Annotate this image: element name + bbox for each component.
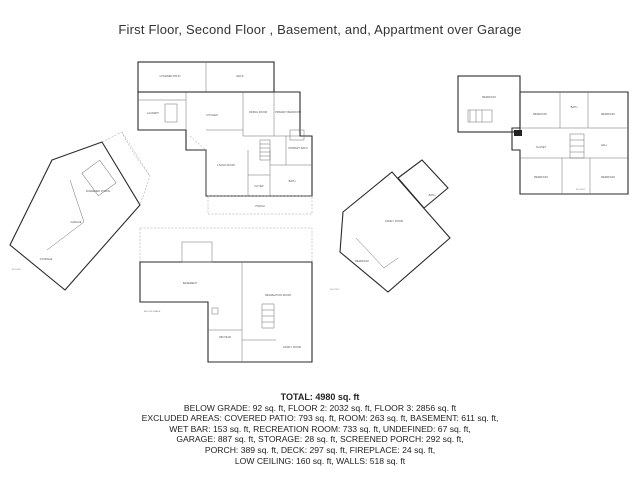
family-room-label-apt: FAMILY ROOM: [385, 219, 403, 223]
floor3-tag: FLOOR 3: [330, 289, 340, 291]
primary-bedroom-label: PRIMARY BEDROOM: [275, 110, 301, 114]
bedroom-label-2: BEDROOM: [601, 112, 614, 116]
bonus-bedroom-label: BEDROOM: [482, 95, 495, 99]
summary-line: PORCH: 389 sq. ft, DECK: 297 sq. ft, FIR…: [204, 444, 436, 455]
bedroom-label-3: BEDROOM: [534, 175, 547, 179]
wet-bar-label: WET BAR: [219, 335, 231, 339]
bath-label: BATH: [289, 179, 296, 183]
summary-line: LOW CEILING: 160 sq. ft, WALLS: 518 sq. …: [234, 455, 406, 466]
floor1-tag: FLOOR 1: [12, 269, 22, 271]
hall-label-2f: HALL: [601, 143, 608, 147]
deck-label: DECK: [236, 74, 243, 78]
porch-outline: [207, 195, 313, 215]
bedroom-label-1: BEDROOM: [533, 112, 546, 116]
basement-tag: BELOW GRADE: [144, 310, 161, 313]
storage-label: STORAGE: [40, 257, 53, 261]
second-floor-outline: [511, 91, 629, 195]
bath-label-apt: BATH: [429, 193, 436, 197]
screened-porch-label: SCREENED PORCH: [86, 189, 111, 193]
primary-bath-label: PRIMARY BATH: [288, 146, 307, 150]
dining-room-label: DINING ROOM: [249, 110, 267, 114]
summary-line: BELOW GRADE: 92 sq. ft, FLOOR 2: 2032 sq…: [183, 402, 457, 413]
garage-wing-plan: GARAGE STORAGE SCREENED PORCH FLOOR 1: [9, 131, 151, 291]
screened-porch-outline: [81, 159, 117, 197]
recreation-room-label: RECREATION ROOM: [265, 293, 291, 297]
basement-label: BASEMENT: [183, 281, 198, 285]
summary-line: WET BAR: 153 sq. ft, RECREATION ROOM: 73…: [169, 423, 471, 434]
apartment-outline: [339, 171, 451, 293]
foyer-label: FOYER: [255, 184, 264, 188]
bedroom-label-4: BEDROOM: [601, 175, 614, 179]
total-area: TOTAL: 4980 sq. ft: [280, 392, 360, 402]
bedroom-label-apt: BEDROOM: [355, 259, 368, 263]
floor2-tag: FLOOR 2: [576, 189, 586, 191]
apartment-plan: FAMILY ROOM BEDROOM BATH FLOOR 3: [330, 159, 451, 293]
garage-outline: [9, 141, 141, 291]
second-floor-plan: BEDROOM BEDROOM BATH BEDROOM CLOSET HALL…: [457, 75, 629, 195]
family-room-label: FAMILY ROOM: [283, 345, 301, 349]
garage-label: GARAGE: [70, 220, 81, 224]
kitchen-label: KITCHEN: [206, 113, 218, 117]
summary-line: EXCLUDED AREAS: COVERED PATIO: 793 sq. f…: [141, 413, 499, 424]
page-title: First Floor, Second Floor , Basement, an…: [118, 22, 522, 37]
bath-label-2f: BATH: [571, 105, 578, 109]
laundry-label: LAUNDRY: [147, 111, 160, 115]
closet-label-2f: CLOSET: [536, 145, 547, 149]
living-room-label: LIVING ROOM: [217, 163, 234, 167]
first-floor-plan: COVERED PATIO DECK KITCHEN DINING ROOM P…: [137, 61, 313, 215]
second-floor-bonus-outline: [457, 75, 521, 133]
basement-outline: [139, 261, 313, 363]
basement-plan: BASEMENT RECREATION ROOM WET BAR FAMILY …: [139, 227, 313, 363]
summary-line: GARAGE: 887 sq. ft, STORAGE: 28 sq. ft, …: [176, 434, 464, 445]
porch-label: PORCH: [255, 204, 264, 208]
area-summary: TOTAL: 4980 sq. ft BELOW GRADE: 92 sq. f…: [0, 392, 640, 466]
covered-patio-label: COVERED PATIO: [160, 74, 181, 78]
